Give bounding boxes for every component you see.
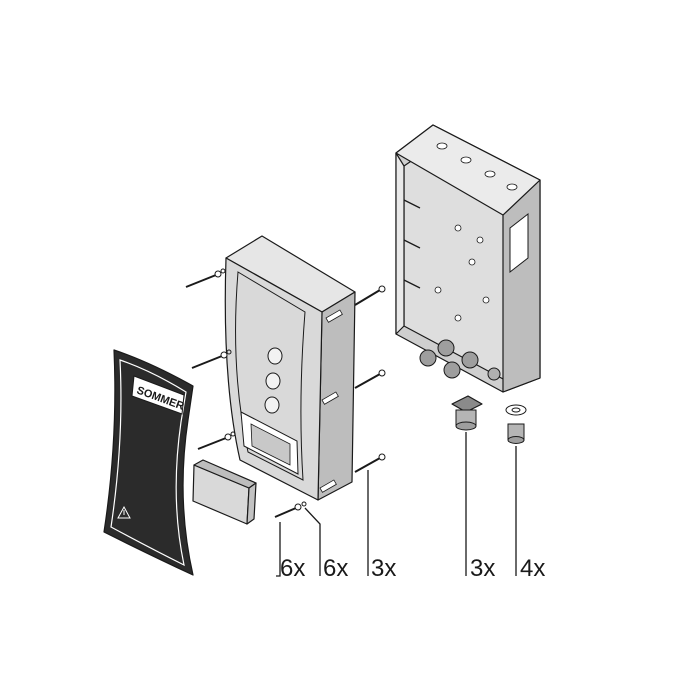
washer: [226, 349, 232, 355]
callout-glands-small: 4x: [520, 555, 545, 582]
washer: [301, 501, 307, 507]
callout-glands-large: 3x: [470, 555, 495, 582]
screw: [354, 369, 386, 389]
blank-insert-plate: [192, 459, 257, 525]
screw: [354, 285, 386, 306]
screw: [354, 453, 386, 473]
callout-labels: 6x 6x 3x 3x 4x: [280, 555, 545, 582]
cable-gland-large: [451, 395, 483, 431]
warning-triangle-icon: [117, 505, 131, 519]
screw: [197, 433, 232, 450]
side-screws: [354, 285, 386, 473]
callout-screws-side: 3x: [371, 555, 396, 582]
front-cover-panel: SOMMER: [103, 349, 194, 576]
lid-hole-2: [265, 372, 281, 390]
housing-lid: [224, 235, 356, 501]
cable-gland-small: [505, 404, 527, 444]
callout-leaders: [276, 432, 517, 577]
lid-hole-3: [264, 396, 280, 414]
screw: [185, 270, 222, 288]
screw: [274, 503, 302, 518]
housing-base: [395, 124, 541, 393]
front-screws: [185, 268, 307, 518]
washer: [220, 268, 226, 274]
callout-screws-front: 6x: [280, 555, 305, 582]
lid-hole-1: [267, 347, 283, 365]
screw: [191, 351, 228, 369]
callout-washers: 6x: [323, 555, 348, 582]
washer: [230, 431, 236, 437]
